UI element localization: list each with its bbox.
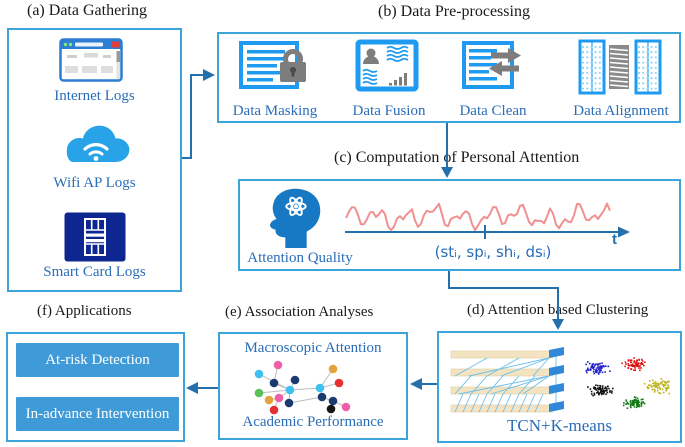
data-preprocessing-box: Data Masking (217, 32, 681, 123)
academic-performance-label: Academic Performance (242, 414, 384, 430)
association-network (254, 360, 351, 415)
data-clean-icon (462, 41, 521, 89)
smart-card-logs-label: Smart Card Logs (43, 264, 146, 280)
applications-box: At-risk Detection In-advance Interventio… (6, 332, 185, 442)
prep-item-alignment: Data Alignment (559, 38, 683, 122)
connector-a-to-b (182, 69, 215, 159)
prep-item-masking: Data Masking (223, 38, 327, 122)
section-c-title: (c) Computation of Personal Attention (334, 149, 580, 166)
time-axis-label: t (612, 231, 617, 248)
time-axis (345, 225, 630, 239)
data-masking-label: Data Masking (232, 103, 318, 119)
connector-e-to-f (186, 382, 218, 394)
attention-head-icon (270, 188, 321, 249)
at-risk-detection-button: At-risk Detection (16, 343, 179, 377)
section-a-title: (a) Data Gathering (27, 2, 147, 19)
tcn-kmeans-label: TCN+K-means (507, 416, 612, 435)
tcn-thumbnail (450, 347, 564, 413)
computation-box: Attention Quality t (stᵢ, spᵢ, shᵢ, dsᵢ) (238, 179, 681, 271)
section-f-title: (f) Applications (37, 303, 132, 319)
macroscopic-attention-label: Macroscopic Attention (244, 340, 382, 356)
section-e-title: (e) Association Analyses (225, 304, 374, 320)
in-advance-intervention-button: In-advance Intervention (16, 397, 179, 431)
attention-quality-label: Attention Quality (247, 250, 353, 266)
wifi-ap-logs-label: Wifi AP Logs (53, 175, 136, 191)
connector-d-to-e (410, 378, 437, 390)
cluster-scatter (585, 357, 670, 409)
data-fusion-icon (355, 39, 419, 92)
smart-card-icon (64, 212, 126, 262)
prep-item-clean: Data Clean (443, 38, 543, 122)
clustering-box: TCN+K-means (437, 331, 682, 443)
data-fusion-label: Data Fusion (352, 103, 426, 119)
connector-c-to-d (448, 271, 564, 330)
section-d-title: (d) Attention based Clustering (467, 302, 649, 318)
data-masking-icon (239, 41, 306, 89)
prep-item-fusion: Data Fusion (339, 38, 439, 122)
attention-waveform (345, 202, 611, 231)
features-label: (stᵢ, spᵢ, shᵢ, dsᵢ) (434, 243, 552, 261)
data-alignment-icon (578, 39, 662, 95)
association-box: Macroscopic Attention Academic Performan… (218, 332, 408, 440)
section-b-title: (b) Data Pre-processing (378, 3, 530, 20)
data-gathering-box: Internet Logs Wifi AP Logs Smart Card Lo… (7, 28, 182, 292)
internet-logs-label: Internet Logs (54, 88, 135, 104)
data-clean-label: Data Clean (459, 103, 527, 119)
data-alignment-label: Data Alignment (573, 103, 669, 119)
browser-icon (59, 38, 123, 82)
cloud-wifi-icon (66, 125, 130, 162)
